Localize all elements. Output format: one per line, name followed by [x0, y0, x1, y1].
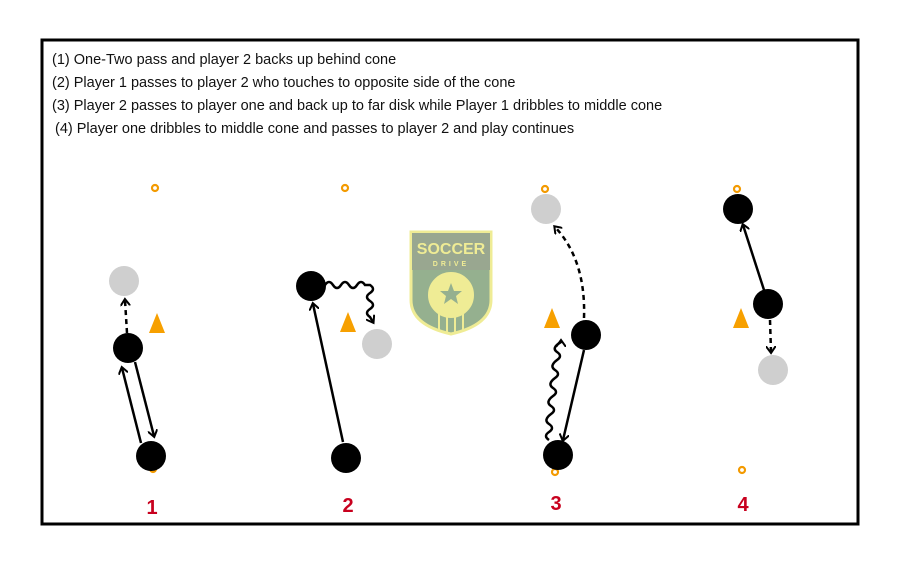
player-2-new-position: [109, 266, 139, 296]
instruction-4: (4) Player one dribbles to middle cone a…: [55, 121, 574, 137]
logo-subtext: DRIVE: [433, 261, 469, 268]
pass-arrow: [133, 361, 154, 436]
instructions: (1) One-Two pass and player 2 backs up b…: [52, 52, 662, 137]
instruction-1: (1) One-Two pass and player 2 backs up b…: [52, 52, 396, 68]
player-2: [723, 194, 753, 224]
player-2-new-position: [531, 194, 561, 224]
pass-arrow: [743, 225, 766, 291]
player-1: [753, 289, 783, 319]
disk-marker: [340, 183, 350, 193]
logo-text: SOCCER: [417, 241, 486, 258]
player-2-new-position: [362, 329, 392, 359]
panel-label: 4: [737, 494, 749, 516]
player-1: [136, 441, 166, 471]
cone-icon: [149, 313, 165, 333]
player-1: [331, 443, 361, 473]
dribble-arrow: [544, 341, 561, 442]
player-2: [571, 320, 601, 350]
panel-4: 4: [723, 184, 788, 516]
instruction-2: (2) Player 1 passes to player 2 who touc…: [52, 75, 515, 91]
disk-marker: [540, 184, 550, 194]
panel-3: 3: [531, 184, 601, 515]
panel-label: 1: [146, 497, 157, 519]
dribble-arrow: [323, 280, 373, 322]
player-2-new-position: [758, 355, 788, 385]
run-arrow: [125, 300, 127, 334]
disk-marker: [150, 183, 160, 193]
disk-marker: [737, 465, 747, 475]
panel-label: 2: [342, 495, 353, 517]
player-2: [296, 271, 326, 301]
panel-label: 3: [550, 493, 561, 515]
cone-icon: [544, 308, 560, 328]
run-arrow: [555, 227, 586, 319]
panel-1: 1: [109, 183, 166, 519]
cone-icon: [733, 308, 749, 328]
player-2: [113, 333, 143, 363]
player-1: [543, 440, 573, 470]
pass-arrow: [563, 349, 586, 440]
soccer-drive-logo: SOCCER DRIVE: [409, 230, 493, 336]
pass-arrow: [313, 304, 345, 443]
instruction-3: (3) Player 2 passes to player one and ba…: [52, 98, 662, 114]
disk-marker: [732, 184, 742, 194]
pass-arrow: [122, 368, 143, 444]
cone-icon: [340, 312, 356, 332]
panel-2: 2: [296, 183, 392, 517]
